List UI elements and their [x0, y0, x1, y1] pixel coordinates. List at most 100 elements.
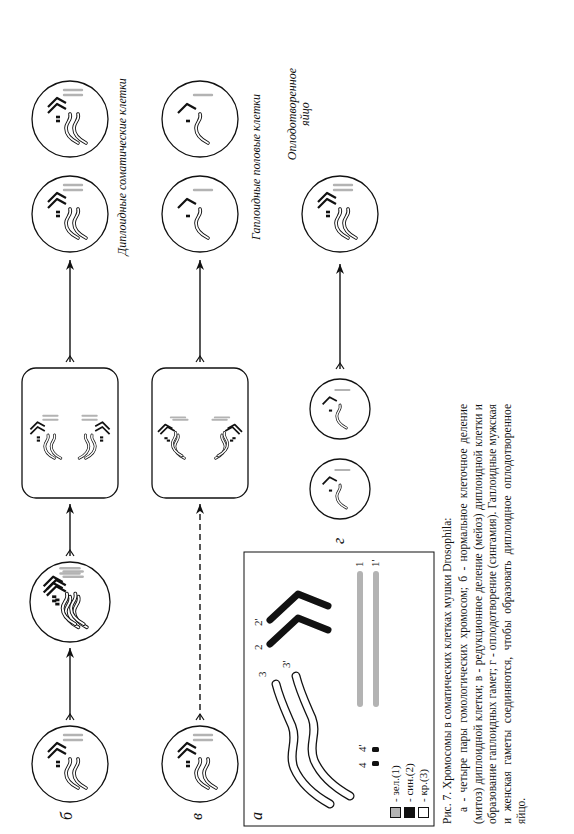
legend-row: - кр.(3) [416, 763, 430, 818]
chromosome [100, 436, 103, 438]
chromosome [212, 419, 226, 421]
chromosome [56, 215, 60, 218]
chromosome [335, 389, 349, 391]
chromosome [43, 415, 57, 417]
chromosome [173, 419, 187, 421]
legend-swatch [404, 807, 415, 818]
arrow-tail [336, 363, 344, 369]
chromosome [167, 440, 170, 442]
chromosome [344, 209, 356, 238]
panel-letter: б [58, 812, 76, 820]
chromosome [74, 759, 86, 788]
chromosome [218, 433, 228, 456]
chromosome-set [323, 390, 350, 428]
chromosome [164, 437, 167, 439]
chromosome [79, 435, 89, 458]
chromosome [64, 570, 83, 573]
chromosome-set [48, 185, 86, 238]
chromosome [337, 405, 346, 428]
chromosome-set [48, 90, 86, 143]
chromosome [100, 440, 103, 442]
chromosome [337, 485, 346, 508]
chromosome-pair-4 [372, 761, 379, 766]
panel-letter: г [330, 538, 348, 544]
arrow-tail [196, 714, 204, 720]
chromosome [172, 433, 182, 456]
chromosome [95, 422, 109, 429]
chromosome [196, 114, 208, 143]
chromosome-number: 3 [256, 672, 268, 678]
cell-circle [32, 726, 108, 802]
chromosome-set [158, 417, 188, 458]
legend-row: - син.(2) [402, 763, 416, 818]
chromosome [37, 436, 40, 438]
chromosome [51, 435, 61, 458]
chromosome [48, 193, 66, 202]
chromosome-set [318, 185, 356, 238]
chromosome [55, 603, 59, 606]
chromosome [204, 759, 216, 788]
chromosome [56, 120, 60, 123]
arrow-tail [66, 714, 74, 720]
stage-label: Диплоидные соматические клетки [116, 78, 129, 255]
chromosome [82, 419, 96, 421]
chromosome [172, 433, 182, 456]
chromosome-number: 4' [356, 745, 368, 752]
chromosome [194, 189, 212, 191]
chromosome [335, 469, 349, 471]
arrow-tail [66, 356, 74, 362]
process-arrow [339, 264, 340, 369]
chromosome [64, 575, 83, 578]
chromosome [323, 477, 337, 484]
chromosome-number: 4 [356, 763, 368, 769]
chromosome [74, 114, 86, 143]
chromosome [48, 743, 66, 752]
chromosome [79, 435, 89, 458]
chromosome [44, 577, 63, 586]
process-arrow [69, 648, 70, 720]
chromosome [204, 759, 216, 788]
chromosome [326, 211, 330, 214]
chromosome [334, 184, 352, 186]
chromosome [74, 209, 86, 238]
chromosome-number: 2' [252, 619, 264, 626]
chromosome [337, 485, 346, 508]
chromosome [171, 416, 185, 418]
cell-circle [32, 81, 108, 157]
chromosome [194, 734, 212, 736]
chromosome-set [212, 417, 242, 458]
legend-swatch [418, 807, 429, 818]
chromosome-number: 1' [369, 560, 381, 567]
panel-frame [244, 552, 434, 826]
chromosome [323, 397, 337, 404]
chromosome-pair-1 [357, 574, 363, 704]
cell-circle [162, 81, 238, 157]
chromosome-number: 1 [353, 562, 365, 568]
chromosome [344, 209, 356, 238]
stage-label: Гаплоидные половые клетки [250, 94, 263, 240]
chromosome [56, 211, 60, 214]
chromosome [37, 440, 40, 442]
chromosome [196, 209, 208, 238]
chromosome-set [44, 568, 87, 627]
panel-letter: в [188, 813, 206, 820]
chromosome [326, 215, 330, 218]
chromosome [64, 94, 82, 96]
cell-circle [30, 562, 110, 642]
cell-circle [310, 379, 370, 439]
chromosome-number: 3' [280, 661, 292, 668]
chromosome [230, 440, 233, 442]
process-arrow [199, 504, 200, 720]
chromosome [74, 114, 86, 143]
legend-row: - зел.(1) [388, 763, 402, 818]
stage-label: Оплодотворенное яйцо [286, 62, 312, 166]
legend-text: - кр.(3) [417, 769, 429, 802]
chromosome [215, 416, 229, 418]
chromosome [196, 209, 208, 238]
chromosome [178, 104, 196, 113]
figure-caption-block: Рис. 7. Хромосомы в соматических клетках… [440, 404, 528, 824]
chromosome [334, 189, 352, 191]
chromosome [71, 594, 84, 625]
